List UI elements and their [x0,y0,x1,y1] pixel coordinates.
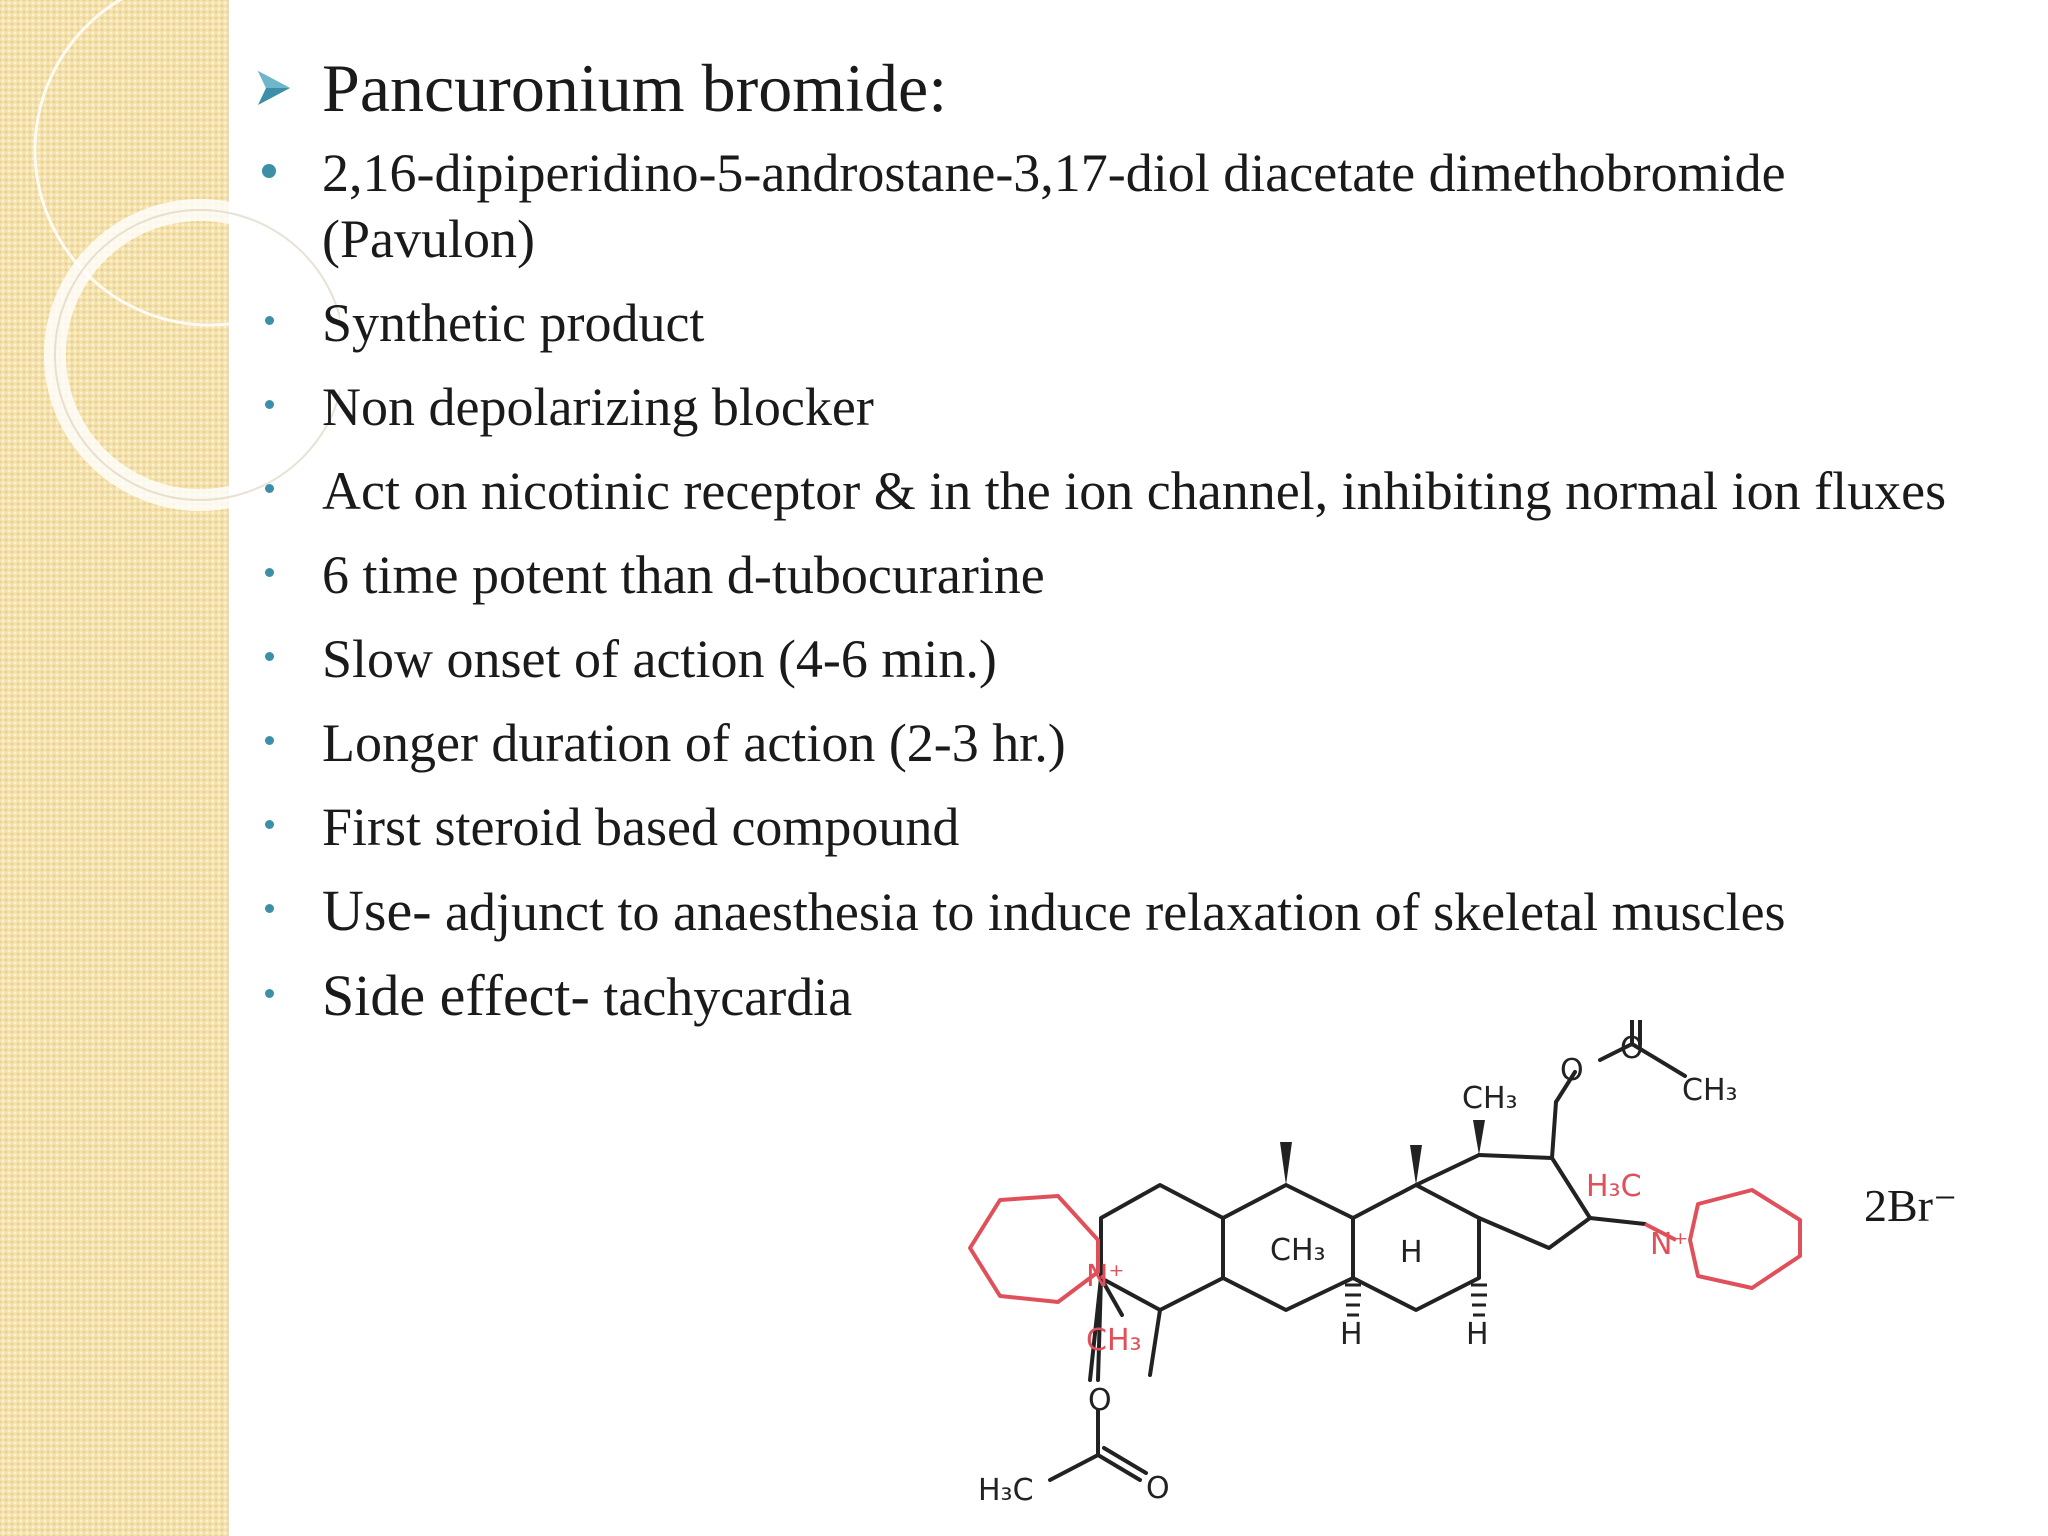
use-rest: adjunct to anaesthesia to induce relaxat… [431,882,1786,942]
bullet-item: Side effect- tachycardia [252,963,1992,1030]
bullet-text: 6 time potent than d-tubocurarine [322,545,1045,605]
slide-title-row: Pancuronium bromide: [252,40,1992,136]
bullet-item: 2,16-dipiperidino-5-androstane-3,17-diol… [252,140,1992,272]
methyl-label: CH₃ [1086,1323,1142,1358]
bullet-text: 2,16-dipiperidino-5-androstane-3,17-diol… [322,143,1786,269]
bullet-item: Synthetic product [252,290,1992,356]
nitrogen-label: N⁺ [1650,1227,1688,1262]
bullet-text: Side effect- tachycardia [322,963,852,1030]
bullet-dot-icon [264,568,274,577]
oxygen-label: O [1088,1383,1112,1418]
oxygen-label: O [1146,1471,1170,1506]
bullet-text: Act on nicotinic receptor & in the ion c… [322,461,1947,521]
bullet-dot-icon [264,820,274,829]
bullet-text: Synthetic product [322,293,705,353]
methyl-label: CH₃ [1462,1081,1518,1116]
arrow-bullet-icon [252,67,322,109]
bullet-text: Slow onset of action (4-6 min.) [322,629,997,689]
bullet-item: First steroid based compound [252,794,1992,860]
pancuronium-structure: O CH₃ O CH₃ CH₃ H H H O H₃C O H₃C N⁺ N⁺ … [968,1020,1802,1508]
bullet-text: Use- adjunct to anaesthesia to induce re… [322,878,1862,945]
bullet-dot-icon [264,904,274,913]
bullet-dot-icon [264,316,274,325]
hydrogen-label: H [1466,1317,1489,1352]
bullet-item: Non depolarizing blocker [252,374,1992,440]
bullet-dot-icon [264,484,274,493]
bullet-dot-icon [262,164,276,178]
sidebar-decoration [0,0,229,1536]
bullet-item: Slow onset of action (4-6 min.) [252,626,1992,692]
decorative-rings [33,0,340,511]
bullet-text: Non depolarizing blocker [322,377,874,437]
bullet-text: First steroid based compound [322,797,960,857]
methyl-label: H₃C [1586,1169,1642,1204]
use-lead: Use- [322,878,432,943]
bullet-dot-icon [264,736,274,745]
hydrogen-label: H [1400,1235,1423,1270]
slide-title: Pancuronium bromide: [322,50,948,126]
bullet-item: Use- adjunct to anaesthesia to induce re… [252,878,1992,945]
bullet-dot-icon [264,400,274,409]
methyl-label: CH₃ [1270,1233,1326,1268]
methyl-label: H₃C [978,1473,1034,1508]
methyl-label: CH₃ [1682,1073,1738,1108]
bullet-item: Act on nicotinic receptor & in the ion c… [252,458,1992,524]
bullet-dot-icon [264,989,274,998]
bullet-dot-icon [264,652,274,661]
nitrogen-label: N⁺ [1086,1259,1124,1294]
side-effect-rest: tachycardia [589,967,853,1027]
bullet-text: Longer duration of action (2-3 hr.) [322,713,1066,773]
counter-ion-label: 2Br⁻ [1864,1180,1958,1231]
slide-content: Pancuronium bromide: 2,16-dipiperidino-5… [252,40,1992,1030]
oxygen-label: O [1560,1053,1584,1088]
hydrogen-label: H [1340,1317,1363,1352]
bullet-item: Longer duration of action (2-3 hr.) [252,710,1992,776]
bullet-item: 6 time potent than d-tubocurarine [252,542,1992,608]
side-effect-lead: Side effect- [322,963,590,1028]
oxygen-label: O [1620,1031,1644,1066]
